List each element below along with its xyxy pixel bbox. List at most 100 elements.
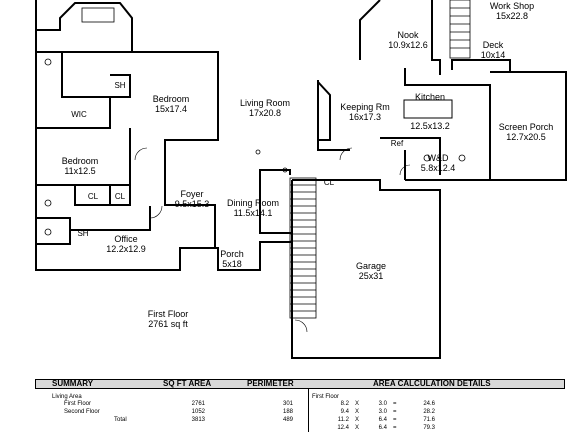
door-swings [134,147,411,333]
room-size: 5x18 [222,259,242,269]
screen-porch [490,71,567,181]
row-area: 3813 [191,417,205,423]
floor-plan [35,0,567,359]
label-bedroom-2: Bedroom 11x12.5 [62,156,99,176]
laundry-walls [380,137,441,180]
label-foyer: Foyer 9.5x15.3 [175,189,210,209]
room-name: Bedroom [61,156,99,166]
label-work-shop: Work Shop 15x22.8 [490,1,534,21]
summary-table: SUMMARY SQ FT AREA PERIMETER AREA CALCUL… [35,379,565,432]
label-garage: Garage 25x31 [356,261,386,281]
room-name: Keeping Rm [340,102,390,112]
summary-divider [308,389,309,432]
calc-eq: = [393,409,397,415]
row-area: 2761 [191,401,205,407]
label-bedroom-main: Bedroom 15x17.4 [153,94,190,114]
room-name: Bedroom [152,94,190,104]
room-name: W&D [427,153,449,163]
label-cl-1: CL [87,192,99,201]
label-keeping-rm: Keeping Rm 16x17.3 [340,102,390,122]
calc-result: 79.3 [423,425,435,431]
calc-a: 12.4 [337,425,349,431]
row-perimeter: 489 [282,417,293,423]
calc-op: X [355,417,360,423]
row-label: Total [114,417,127,423]
room-size: 15x17.4 [154,104,188,114]
garage-walls [291,179,441,359]
calc-result: 28.2 [423,409,435,415]
label-screen-porch: Screen Porch 12.7x20.5 [499,122,554,142]
label-sh-bottom: SH [77,229,89,238]
exterior-wall-left [35,0,293,271]
stairs [289,0,471,319]
header-summary: SUMMARY [52,379,94,388]
room-size: 12.5x13.2 [410,121,450,131]
label-cl-garage: CL [323,178,335,187]
room-name: Living Room [239,98,291,108]
calc-eq: = [393,401,397,407]
room-size: 10.9x12.6 [388,40,428,50]
calc-eq: = [393,417,397,423]
calc-op: X [355,401,360,407]
closets [74,185,131,206]
room-name: Office [114,234,138,244]
header-perimeter: PERIMETER [247,379,294,388]
calc-result: 71.6 [423,417,435,423]
calc-op: X [355,409,360,415]
row-area: 1052 [191,409,205,415]
room-size: 15x22.8 [495,11,529,21]
deck-lines [451,59,511,72]
calc-a: 9.4 [340,409,349,415]
room-size: 9.5x15.3 [174,199,210,209]
room-name: Kitchen [414,92,446,102]
kitchen-island [403,99,453,119]
calc-title: First Floor [312,394,339,400]
calc-a: 11.2 [337,417,349,423]
room-name: Foyer [180,189,204,199]
nook-shell [359,0,441,75]
room-size: 10x14 [480,50,506,60]
header-area-calc: AREA CALCULATION DETAILS [373,379,491,388]
room-size: 12.7x20.5 [506,132,546,142]
floor-title: First Floor [147,309,189,319]
label-dining-room: Dining Room 11.5x14.1 [227,198,279,218]
master-suite-bay [35,2,133,53]
room-size: 25x31 [358,271,384,281]
floor-area: 2761 sq ft [148,319,188,329]
label-wic: WIC [71,110,87,119]
room-name: Work Shop [489,1,535,11]
label-ref: Ref [390,139,404,148]
room-name: Porch [220,249,244,259]
row-perimeter: 188 [282,409,293,415]
calc-b: 6.4 [378,417,387,423]
room-size: 11x12.5 [64,166,96,176]
fixtures [44,7,466,236]
living-keeping-wall [259,80,350,195]
label-wd: W&D 5.8x12.4 [421,153,456,173]
label-first-floor: First Floor 2761 sq ft [148,309,189,329]
top-wall [132,51,219,165]
room-name: Garage [355,261,387,271]
calc-b: 6.4 [378,425,387,431]
label-kitchen: Kitchen [415,92,445,102]
label-porch: Porch 5x18 [220,249,244,269]
label-kitchen-size: 12.5x13.2 [410,121,450,131]
label-cl-2: CL [114,192,126,201]
fireplace [317,81,331,141]
row-label: Second Floor [64,409,100,415]
row-perimeter: 301 [282,401,293,407]
room-size: 17x20.8 [248,108,282,118]
foyer-walls [164,165,216,248]
row-label: First Floor [64,401,91,407]
label-office: Office 12.2x12.9 [106,234,146,254]
room-size: 16x17.3 [348,112,382,122]
row-label: Living Area [52,394,82,400]
summary-header-bar [35,379,565,389]
room-name: Dining Room [226,198,280,208]
header-sq-ft-area: SQ FT AREA [163,379,212,388]
room-name: Screen Porch [498,122,554,132]
room-size: 12.2x12.9 [106,244,146,254]
room-name: Nook [397,30,419,40]
label-nook: Nook 10.9x12.6 [388,30,428,50]
room-size: 11.5x14.1 [233,208,273,218]
